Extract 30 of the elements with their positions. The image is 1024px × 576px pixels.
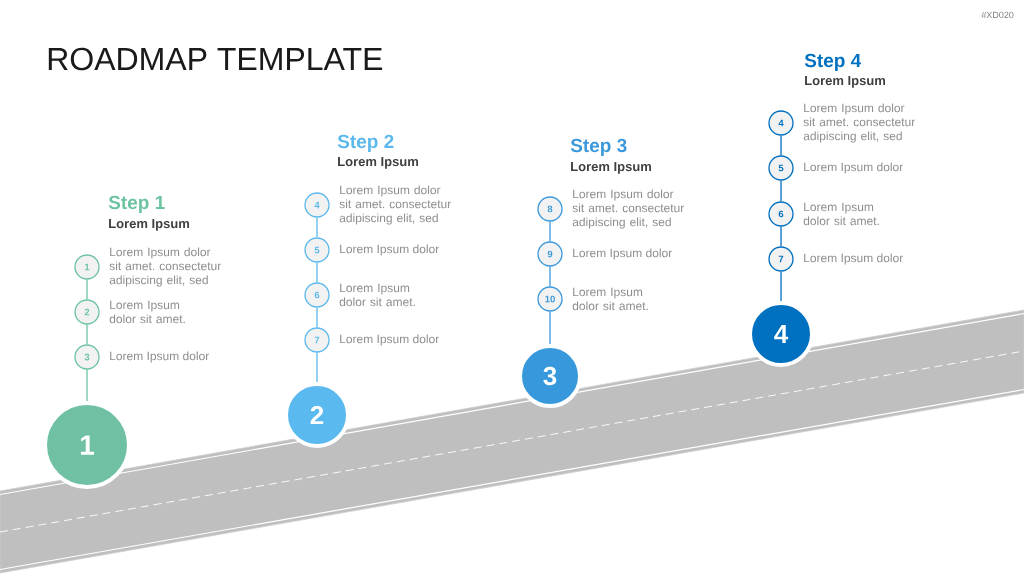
code-label: #XD020 [981,11,1014,19]
item-text: Lorem Ipsum dolor [804,253,904,265]
connector-line [86,279,88,300]
step-subheading: Lorem Ipsum [805,76,886,88]
step-subheading: Lorem Ipsum [109,219,189,231]
step-subheading: Lorem Ipsum [571,162,651,174]
item-text: Lorem Ipsum dolor [340,244,440,256]
connector-line [316,217,318,238]
step-heading: Step 2 [337,134,394,152]
item-text: Lorem Ipsum dolor sit amet. [803,202,879,226]
connector-line [780,226,782,247]
connector-line [780,180,782,202]
item-text: Lorem Ipsum dolor sit amet. consectetur adipiscing elit, sed [572,189,685,229]
item-text: Lorem Ipsum dolor sit amet. [339,283,415,307]
item-text: Lorem Ipsum dolor [573,248,673,260]
step-heading: Step 1 [108,195,165,213]
item-text: Lorem Ipsum dolor sit amet. consectetur adipiscing elit, sed [339,185,452,225]
connector-line [780,271,782,302]
item-text: Lorem Ipsum dolor sit amet. consectetur adipiscing elit, sed [109,247,222,287]
item-text: Lorem Ipsum dolor sit amet. [572,287,648,311]
title: ROADMAP TEMPLATE [48,47,383,71]
connector-line [780,135,782,156]
step-heading: Step 4 [804,53,862,71]
item-text: Lorem Ipsum dolor [804,162,904,174]
connector-line [316,262,318,283]
connector-line [549,221,551,242]
connector-line [549,266,551,287]
item-text: Lorem Ipsum dolor sit amet. consectetur adipiscing elit, sed [803,103,916,143]
step-subheading: Lorem Ipsum [338,157,418,169]
step-heading: Step 3 [570,138,627,156]
